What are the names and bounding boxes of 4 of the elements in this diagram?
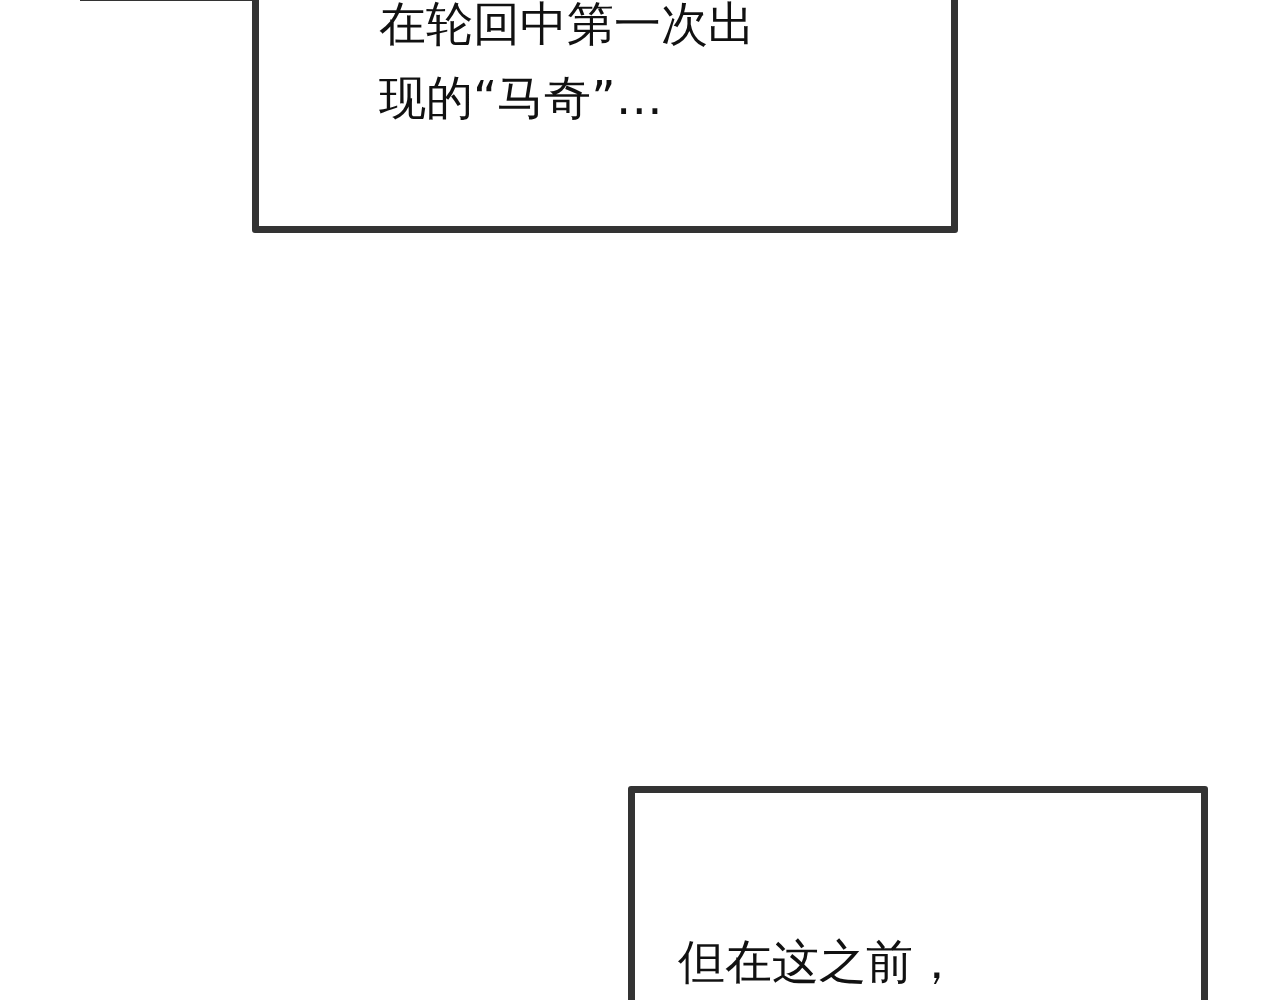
narration-text: 在轮回中第一次出现的“马奇”… bbox=[379, 0, 756, 127]
narration-text: 但在这之前， bbox=[678, 933, 961, 991]
narration-box bbox=[628, 786, 1208, 1000]
narration-box bbox=[252, 0, 958, 233]
